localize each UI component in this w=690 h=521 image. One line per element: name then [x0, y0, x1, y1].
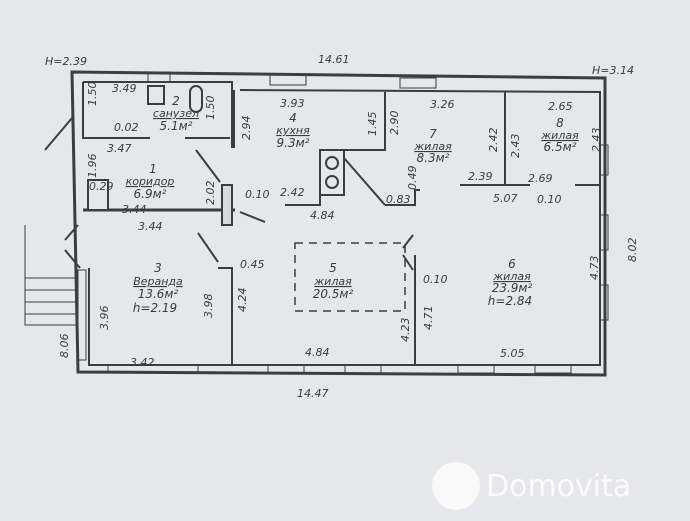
room-5-name: жилая — [313, 275, 352, 288]
dim: 5.07 — [493, 192, 518, 205]
room-1-area: 6.9м² — [134, 187, 167, 201]
room-8-num: 8 — [556, 116, 564, 130]
wall — [385, 189, 420, 206]
dim: 2.43 — [590, 128, 603, 153]
room-3-num: 3 — [154, 261, 162, 275]
dim: 0.45 — [240, 258, 265, 271]
room-3-area: 13.6м² — [138, 287, 179, 301]
dim: 1.96 — [86, 154, 99, 179]
dim: 2.90 — [388, 111, 401, 136]
wall — [218, 267, 233, 365]
dim: 2.02 — [204, 181, 217, 206]
dim: 3.47 — [107, 142, 132, 155]
dim: 0.10 — [537, 193, 562, 206]
room-1-num: 1 — [149, 162, 157, 176]
dim: 1.50 — [204, 96, 217, 121]
height-right: H=3.14 — [592, 64, 634, 77]
dim: 4.23 — [399, 318, 412, 343]
watermark: Domovita — [432, 462, 631, 510]
dim: 4.84 — [305, 346, 330, 359]
room-7-area: 8.3м² — [417, 151, 450, 165]
room-8-name: жилая — [540, 129, 579, 142]
dim: 3.49 — [112, 82, 137, 95]
room-4-area: 9.3м² — [277, 136, 310, 150]
outer-wall — [70, 70, 607, 377]
room-1-name: коридор — [126, 175, 175, 188]
room-2-name: санузел — [153, 107, 199, 120]
dim: 2.42 — [280, 186, 305, 199]
overall-left: 8.06 — [58, 334, 71, 359]
dim: 0.83 — [386, 193, 411, 206]
dim: 1.50 — [86, 82, 99, 107]
wall — [221, 184, 233, 226]
room-8-area: 6.5м² — [544, 140, 577, 154]
height-left: H=2.39 — [45, 55, 87, 68]
room-7-name: жилая — [413, 140, 452, 153]
wall — [460, 92, 600, 186]
dim: 2.65 — [548, 100, 573, 113]
dim: 0.10 — [423, 273, 448, 286]
overall-right: 8.02 — [626, 238, 639, 263]
watermark-logo-icon — [432, 462, 480, 510]
room-4-name: кухня — [276, 124, 310, 137]
dim: 3.26 — [430, 98, 455, 111]
dim: 3.96 — [98, 306, 111, 331]
room-2-num: 2 — [172, 94, 180, 108]
dim: 0.02 — [114, 121, 139, 134]
dim: 2.69 — [528, 172, 553, 185]
dim: 4.71 — [422, 306, 435, 331]
room-5-num: 5 — [329, 261, 337, 275]
dim: 3.42 — [130, 356, 155, 369]
overall-bottom: 14.47 — [297, 387, 329, 400]
room-5-area: 20.5м² — [313, 287, 354, 301]
room-3-height: h=2.19 — [133, 301, 177, 315]
room-6-num: 6 — [508, 257, 516, 271]
dim: 1.45 — [366, 112, 379, 137]
room-6-name: жилая — [492, 270, 531, 283]
room-4-num: 4 — [289, 111, 297, 125]
dim: 2.43 — [509, 134, 522, 159]
dim: 0.49 — [406, 166, 419, 191]
dim: 4.73 — [588, 256, 601, 281]
dim: 0.29 — [89, 180, 114, 193]
wall — [82, 82, 230, 139]
dashed-outline — [294, 242, 406, 312]
dim: 2.94 — [240, 116, 253, 141]
dim: 3.93 — [280, 97, 305, 110]
dim: 0.10 — [245, 188, 270, 201]
dim: 2.42 — [487, 128, 500, 153]
dim: 3.44 — [122, 203, 147, 216]
dim: 3.98 — [202, 294, 215, 319]
dim: 2.39 — [468, 170, 493, 183]
room-3-name: Веранда — [133, 275, 183, 288]
room-2-area: 5.1м² — [160, 119, 193, 133]
room-7-num: 7 — [429, 127, 437, 141]
dim: 4.84 — [310, 209, 335, 222]
watermark-text: Domovita — [486, 468, 632, 504]
dim: 3.44 — [138, 220, 163, 233]
room-6-area: 23.9м² — [492, 281, 533, 295]
room-6-height: h=2.84 — [488, 294, 532, 308]
dim: 5.05 — [500, 347, 525, 360]
overall-top: 14.61 — [318, 53, 350, 66]
dim: 4.24 — [236, 288, 249, 313]
